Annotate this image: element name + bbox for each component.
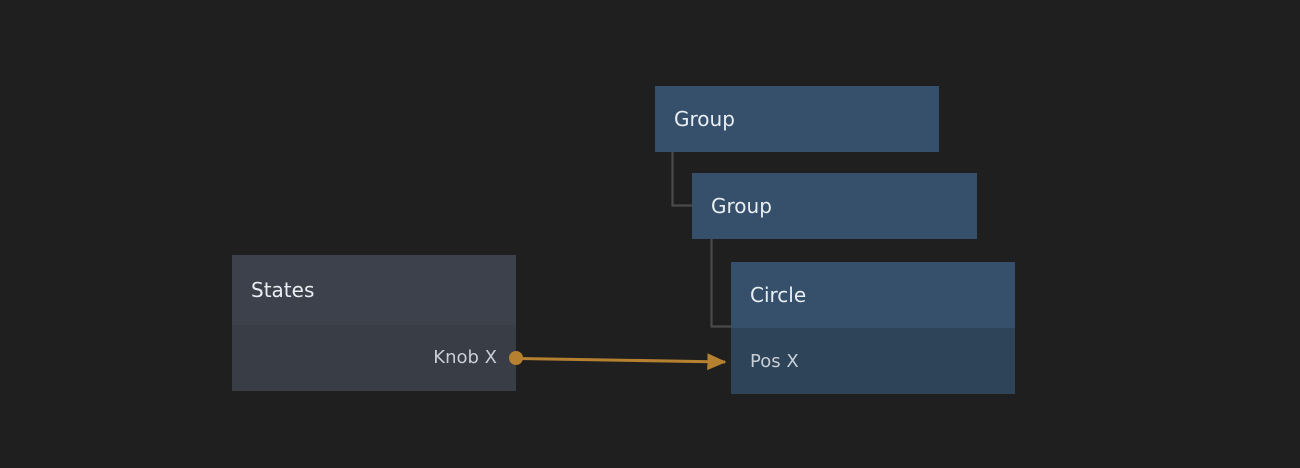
port-dot-knob-x[interactable] xyxy=(509,351,523,365)
tree-connector-group-inner-to-circle xyxy=(710,239,731,328)
node-group-outer[interactable]: Group xyxy=(655,86,939,152)
port-in-pos-x[interactable]: Pos X xyxy=(750,351,799,372)
node-header[interactable]: Circle xyxy=(731,262,1015,328)
node-title: Group xyxy=(674,107,735,131)
node-title: Circle xyxy=(750,283,807,307)
node-group-inner[interactable]: Group xyxy=(692,173,977,239)
node-title: States xyxy=(251,278,315,302)
port-out-knob-x[interactable]: Knob X xyxy=(433,347,497,368)
node-body: Knob X xyxy=(232,325,516,391)
connection-knob-x-to-pos-x[interactable] xyxy=(518,353,727,371)
node-body: Pos X xyxy=(731,328,1015,394)
tree-connector-group-outer-to-group-inner xyxy=(671,152,692,207)
node-circle[interactable]: Circle Pos X xyxy=(731,262,1015,394)
node-header[interactable]: States xyxy=(232,255,516,325)
node-title: Group xyxy=(711,194,772,218)
node-states[interactable]: States Knob X xyxy=(232,255,516,391)
